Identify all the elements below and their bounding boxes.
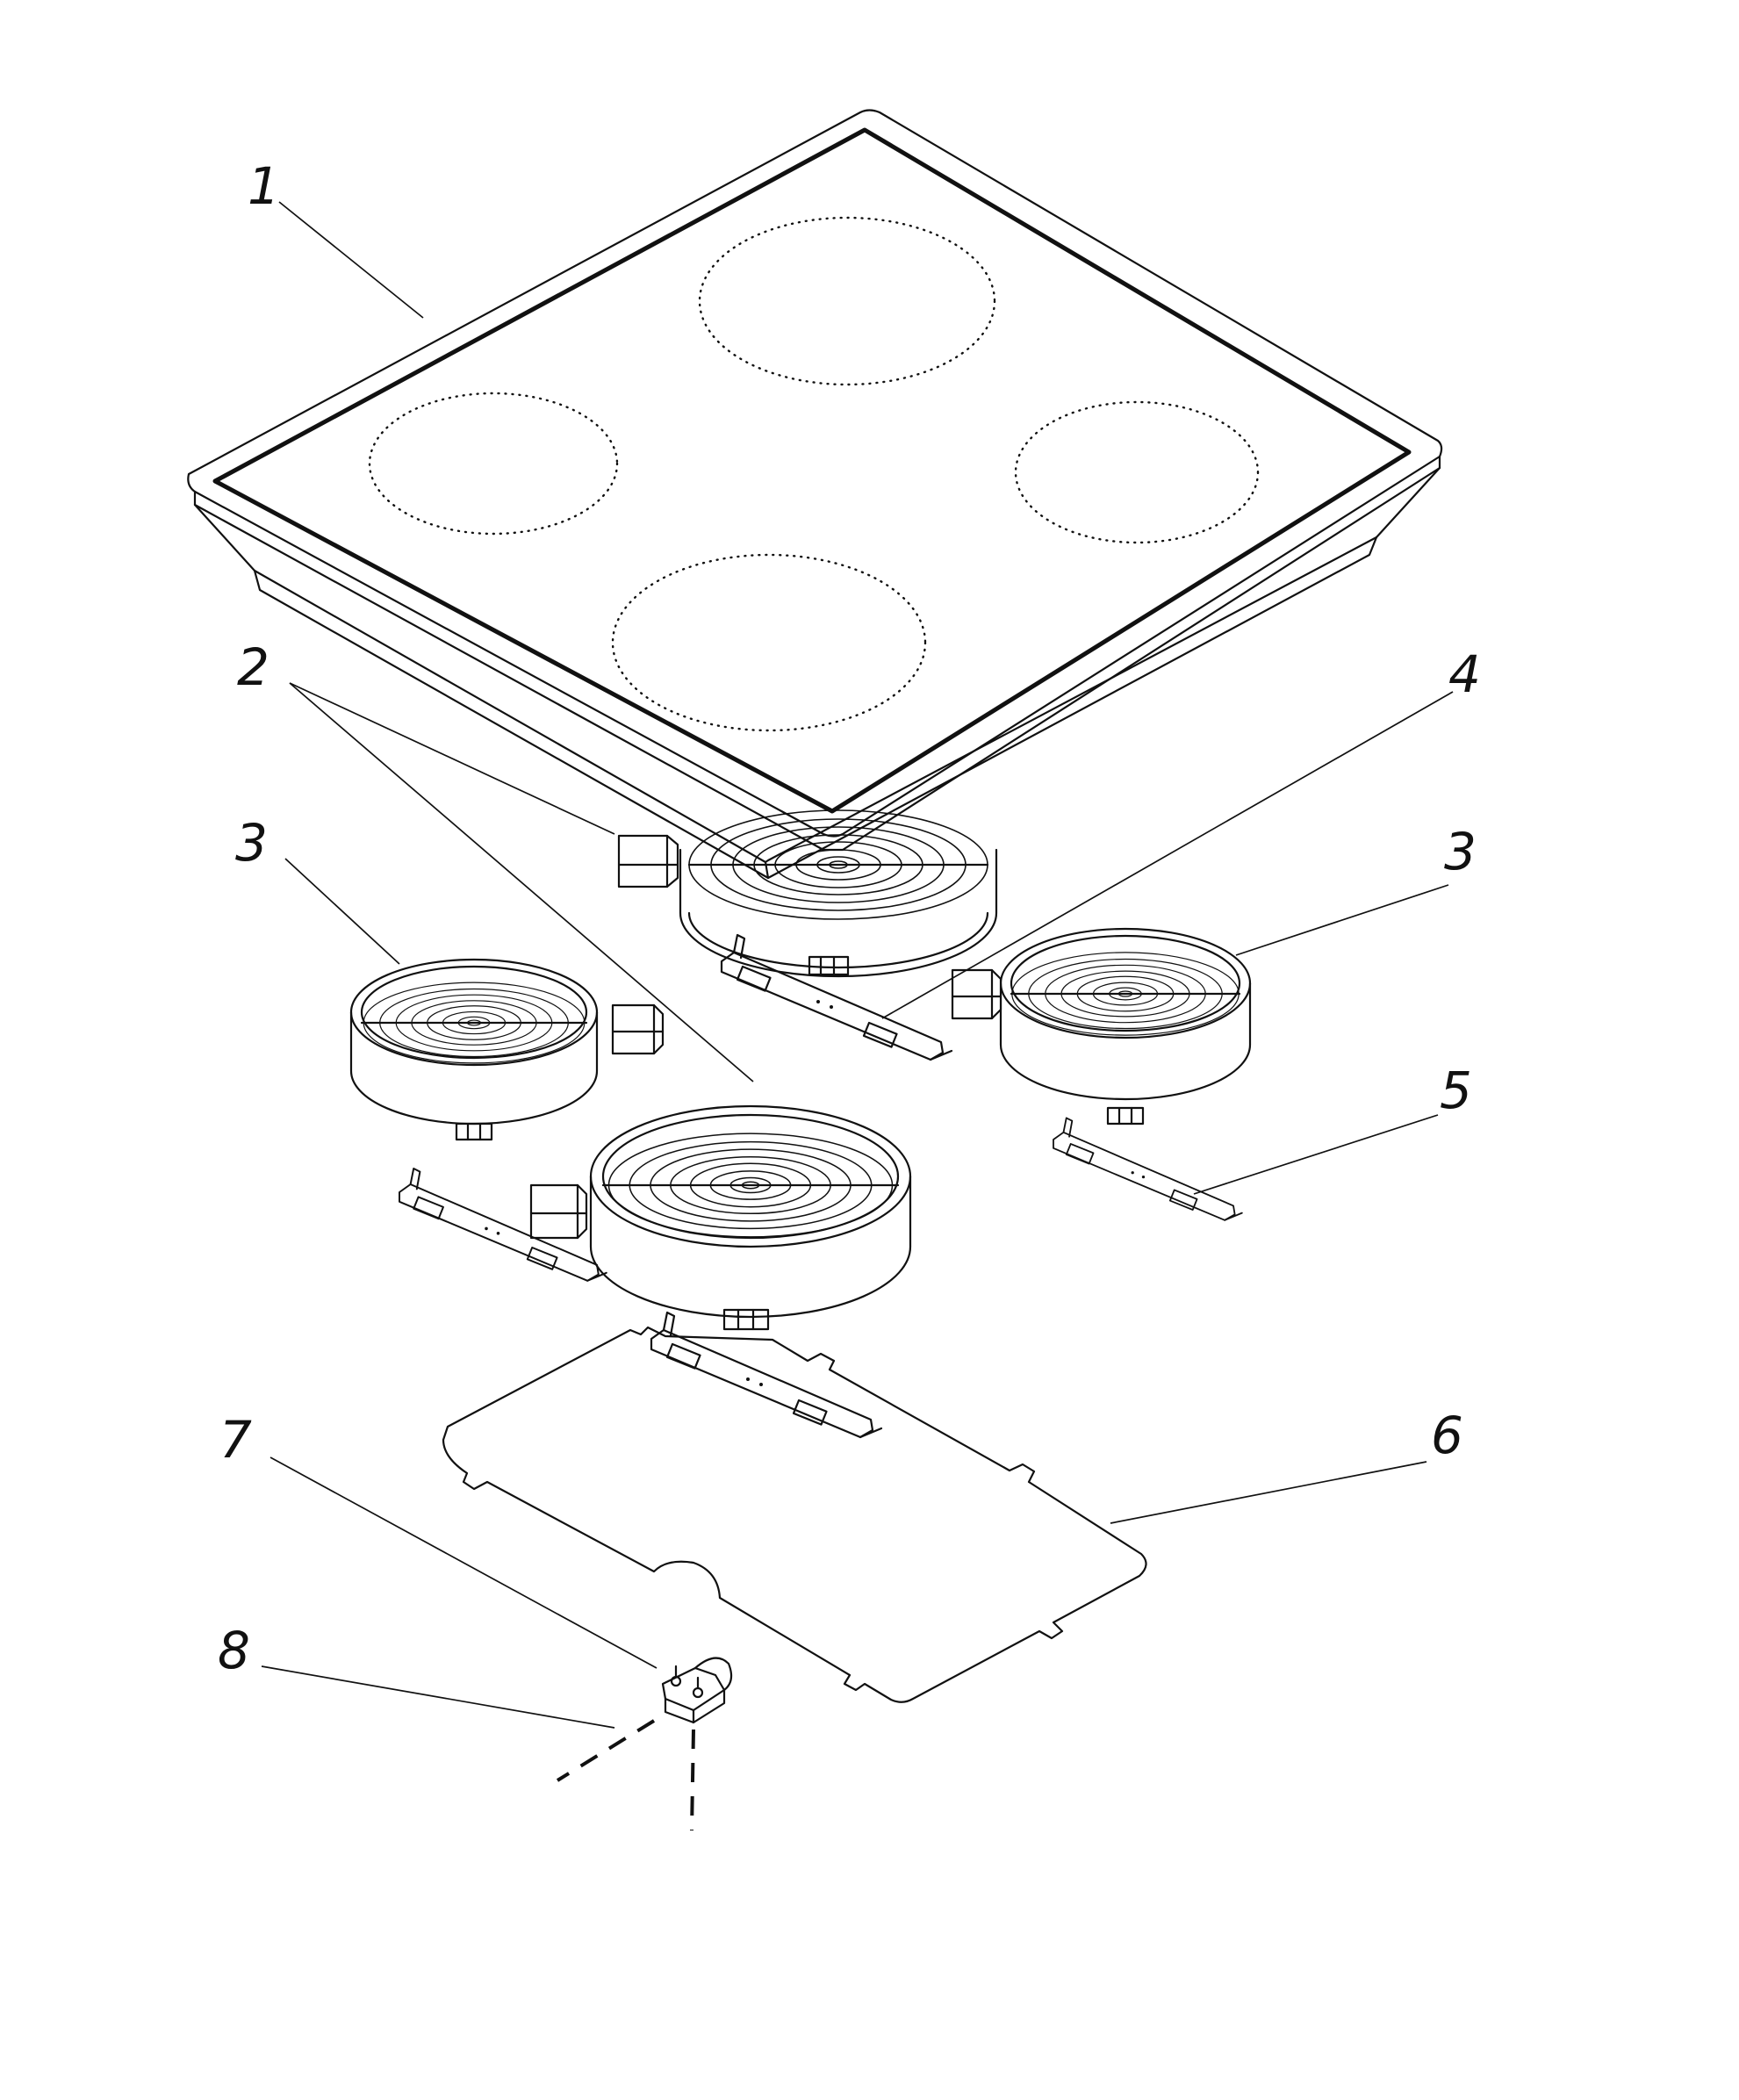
terminal-block (617, 834, 679, 888)
insulation-sheet (442, 1326, 1147, 1703)
heating-element-left (349, 958, 665, 1141)
glass-top (187, 109, 1443, 880)
callout-3-left: 3 (235, 813, 268, 873)
leader-lines (261, 201, 1454, 1729)
hot-indicator-switch (661, 1657, 733, 1724)
limiter-bracket-right (1053, 1117, 1243, 1221)
heating-element-right (951, 927, 1252, 1126)
callout-6: 6 (1431, 1406, 1463, 1465)
heating-element-rear (617, 809, 998, 978)
limiter-bracket-front (650, 1311, 883, 1439)
callout-4: 4 (1448, 644, 1481, 704)
callout-1: 1 (248, 156, 280, 216)
lead-wire-a (556, 1719, 656, 1782)
terminal-block (951, 968, 1002, 1020)
lead-wire-b (690, 1729, 695, 1831)
callout-3-right: 3 (1444, 822, 1477, 881)
limiter-bracket-rear (720, 933, 953, 1061)
callout-7: 7 (219, 1410, 252, 1470)
terminal-block (611, 1003, 665, 1055)
callout-8: 8 (218, 1621, 250, 1680)
terminal-block (529, 1183, 588, 1240)
callout-5: 5 (1440, 1061, 1472, 1120)
callout-2: 2 (237, 637, 269, 697)
heating-element-front (529, 1104, 912, 1331)
